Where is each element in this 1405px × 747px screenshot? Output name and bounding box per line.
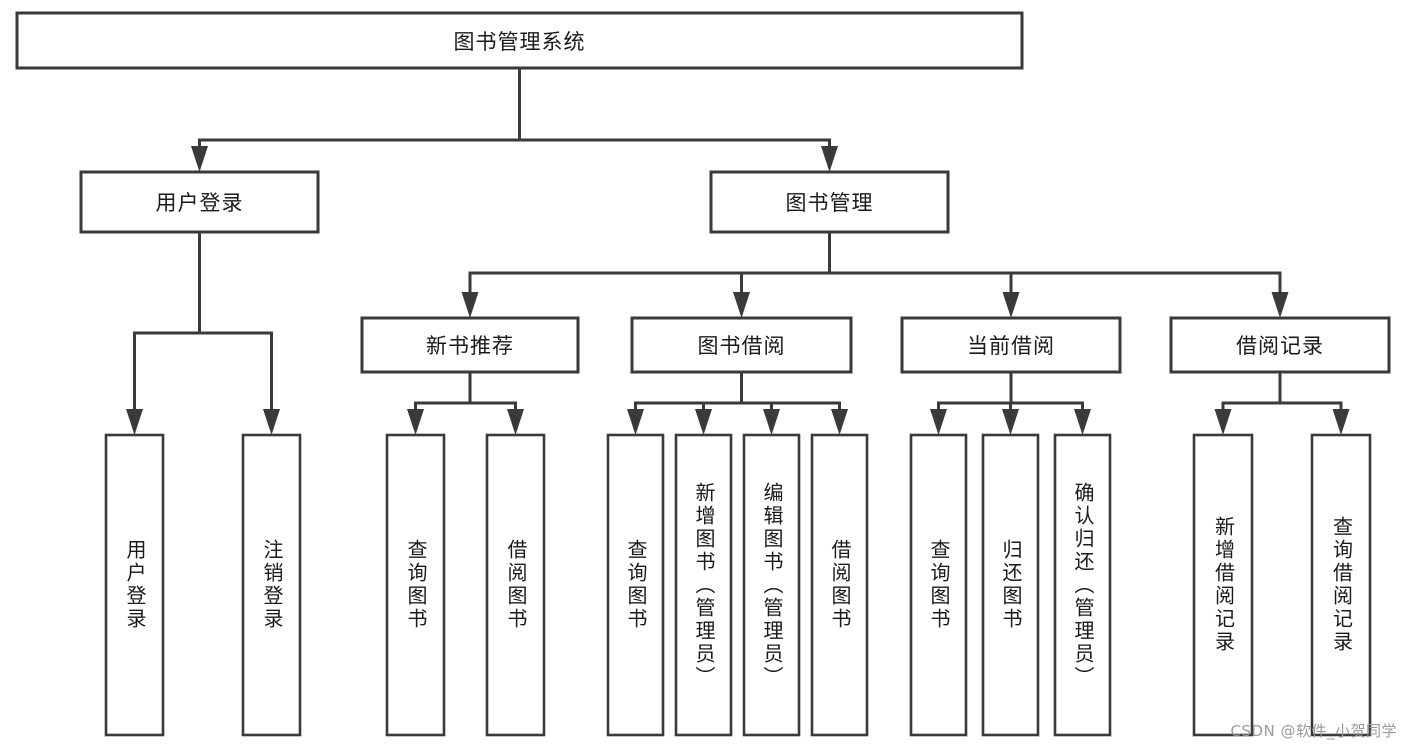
node-box-leaf-user-login[interactable] bbox=[104, 433, 165, 737]
node-box-leaf-logout[interactable] bbox=[241, 433, 302, 737]
node-box-current-borrow[interactable] bbox=[900, 316, 1122, 374]
edge-book-borrow-leaf-add-book-arrowhead bbox=[695, 409, 712, 435]
node-box-root[interactable] bbox=[15, 11, 1024, 70]
edge-current-borrow-leaf-return-book-arrowhead bbox=[1002, 409, 1019, 435]
node-box-book-manage[interactable] bbox=[709, 170, 950, 234]
node-box-leaf-query-book-borrow[interactable] bbox=[606, 433, 665, 737]
edge-new-book-recommend-leaf-query-book-recommend-arrowhead bbox=[407, 409, 424, 435]
node-box-leaf-edit-book[interactable] bbox=[742, 433, 801, 737]
node-box-leaf-query-book-recommend[interactable] bbox=[385, 433, 446, 737]
connector-layer bbox=[126, 66, 1350, 435]
edge-current-borrow-leaf-confirm-return-arrowhead bbox=[1074, 409, 1091, 435]
edge-book-manage-new-book-recommend-arrowhead bbox=[461, 292, 479, 318]
node-box-new-book-recommend[interactable] bbox=[360, 316, 580, 374]
edge-borrow-record-leaf-add-borrow-record-arrowhead bbox=[1214, 409, 1232, 435]
edge-user-login-leaf-user-login-arrowhead bbox=[126, 409, 143, 435]
edge-book-borrow-leaf-query-book-borrow-arrowhead bbox=[627, 409, 644, 435]
edge-new-book-recommend-leaf-borrow-book-recommend-arrowhead bbox=[507, 409, 524, 435]
node-box-user-login[interactable] bbox=[79, 170, 320, 234]
edge-root-book-manage-arrowhead bbox=[821, 146, 838, 172]
edge-book-manage-current-borrow-arrowhead bbox=[1002, 292, 1020, 318]
node-box-borrow-record[interactable] bbox=[1169, 316, 1391, 374]
node-box-layer bbox=[15, 11, 1391, 737]
edge-user-login-leaf-logout-arrowhead bbox=[263, 409, 280, 435]
node-box-leaf-query-book-current[interactable] bbox=[909, 433, 968, 737]
edge-borrow-record-leaf-query-borrow-record-arrowhead bbox=[1332, 409, 1350, 435]
edge-book-manage-borrow-record-arrowhead bbox=[1271, 292, 1289, 318]
node-box-leaf-add-borrow-record[interactable] bbox=[1192, 433, 1254, 737]
node-box-leaf-confirm-return[interactable] bbox=[1053, 433, 1112, 737]
node-box-leaf-return-book[interactable] bbox=[981, 433, 1040, 737]
node-box-leaf-add-book[interactable] bbox=[674, 433, 733, 737]
edge-book-borrow-leaf-borrow-book-arrowhead bbox=[831, 409, 848, 435]
edge-root-user-login-arrowhead bbox=[191, 146, 208, 172]
node-box-leaf-borrow-book[interactable] bbox=[810, 433, 869, 737]
node-box-leaf-query-borrow-record[interactable] bbox=[1310, 433, 1372, 737]
edge-book-manage-book-borrow-arrowhead bbox=[733, 292, 750, 318]
edge-book-borrow-leaf-edit-book-arrowhead bbox=[763, 409, 780, 435]
edge-current-borrow-leaf-query-book-current-arrowhead bbox=[930, 409, 947, 435]
node-box-leaf-borrow-book-recommend[interactable] bbox=[485, 433, 546, 737]
node-box-book-borrow[interactable] bbox=[630, 316, 853, 374]
